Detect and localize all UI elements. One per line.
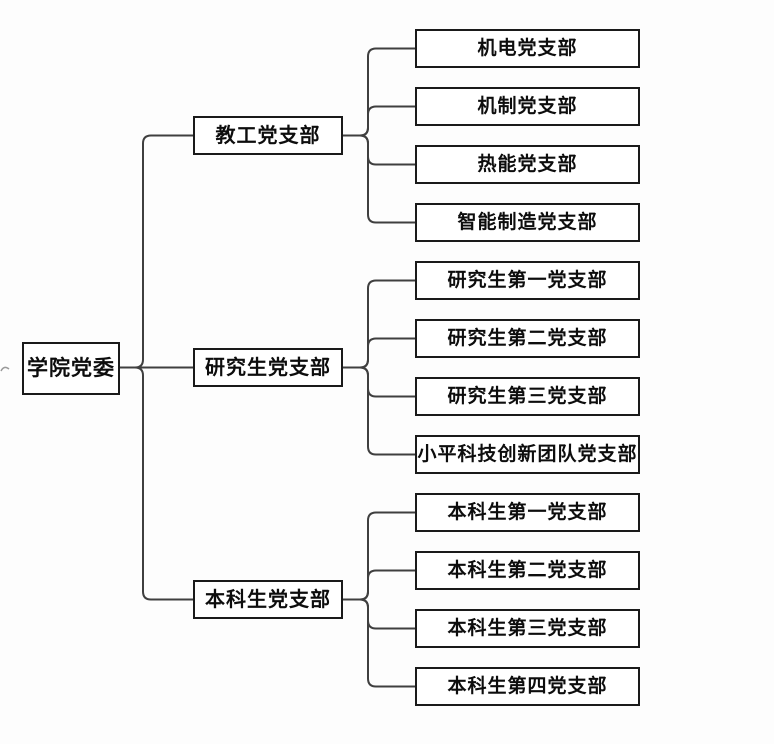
connector-branch3-leaf4 bbox=[343, 598, 415, 688]
connector-branch3-leaf2 bbox=[343, 569, 415, 601]
connector-branch2-leaf4 bbox=[343, 366, 415, 456]
connector-branch3-leaf1 bbox=[343, 511, 415, 601]
leaf-node-label: 热能党支部 bbox=[477, 154, 578, 175]
branch-node-faculty: 教工党支部 bbox=[193, 116, 343, 155]
leaf-node-label: 本科生第二党支部 bbox=[447, 560, 608, 581]
connector-branch1-leaf4 bbox=[343, 134, 415, 224]
leaf-node-undergrad-2: 本科生第二党支部 bbox=[415, 551, 640, 590]
leaf-node-label: 本科生第四党支部 bbox=[447, 676, 608, 697]
leaf-node-label: 本科生第三党支部 bbox=[447, 618, 608, 639]
connector-branch2-leaf1 bbox=[343, 279, 415, 369]
leaf-node-label: 机制党支部 bbox=[477, 96, 578, 117]
leaf-node-label: 小平科技创新团队党支部 bbox=[417, 444, 638, 465]
leaf-node-xiaoping-innovation-team: 小平科技创新团队党支部 bbox=[415, 435, 640, 474]
root-node-label: 学院党委 bbox=[27, 356, 115, 380]
branch-node-label: 本科生党支部 bbox=[205, 588, 331, 611]
connector-branch1-leaf1 bbox=[343, 47, 415, 137]
leaf-node-label: 研究生第二党支部 bbox=[447, 328, 608, 349]
leaf-node-label: 研究生第一党支部 bbox=[447, 270, 608, 291]
leaf-node-label: 本科生第一党支部 bbox=[447, 502, 608, 523]
branch-node-undergraduate: 本科生党支部 bbox=[193, 580, 343, 619]
leaf-node-graduate-1: 研究生第一党支部 bbox=[415, 261, 640, 300]
connector-branch2-leaf3 bbox=[343, 366, 415, 398]
leaf-node-label: 机电党支部 bbox=[477, 38, 578, 59]
scan-artifact bbox=[0, 366, 10, 372]
connector-branch1-leaf3 bbox=[343, 134, 415, 166]
branch-node-label: 研究生党支部 bbox=[205, 356, 331, 379]
connector-root-branch1 bbox=[120, 134, 193, 369]
leaf-node-zhineng-zhizao: 智能制造党支部 bbox=[415, 203, 640, 242]
leaf-node-graduate-3: 研究生第三党支部 bbox=[415, 377, 640, 416]
leaf-node-undergrad-4: 本科生第四党支部 bbox=[415, 667, 640, 706]
leaf-node-reneng: 热能党支部 bbox=[415, 145, 640, 184]
connector-root-branch3 bbox=[120, 366, 193, 601]
leaf-node-jidian: 机电党支部 bbox=[415, 29, 640, 68]
leaf-node-undergrad-1: 本科生第一党支部 bbox=[415, 493, 640, 532]
leaf-node-label: 智能制造党支部 bbox=[457, 212, 598, 233]
leaf-node-undergrad-3: 本科生第三党支部 bbox=[415, 609, 640, 648]
root-node-college-party-committee: 学院党委 bbox=[22, 342, 120, 395]
connector-branch2-leaf2 bbox=[343, 337, 415, 369]
branch-node-label: 教工党支部 bbox=[215, 124, 321, 147]
connector-branch3-leaf3 bbox=[343, 598, 415, 630]
connector-branch1-leaf2 bbox=[343, 105, 415, 137]
leaf-node-jizhi: 机制党支部 bbox=[415, 87, 640, 126]
branch-node-graduate: 研究生党支部 bbox=[193, 348, 343, 387]
leaf-node-graduate-2: 研究生第二党支部 bbox=[415, 319, 640, 358]
leaf-node-label: 研究生第三党支部 bbox=[447, 386, 608, 407]
